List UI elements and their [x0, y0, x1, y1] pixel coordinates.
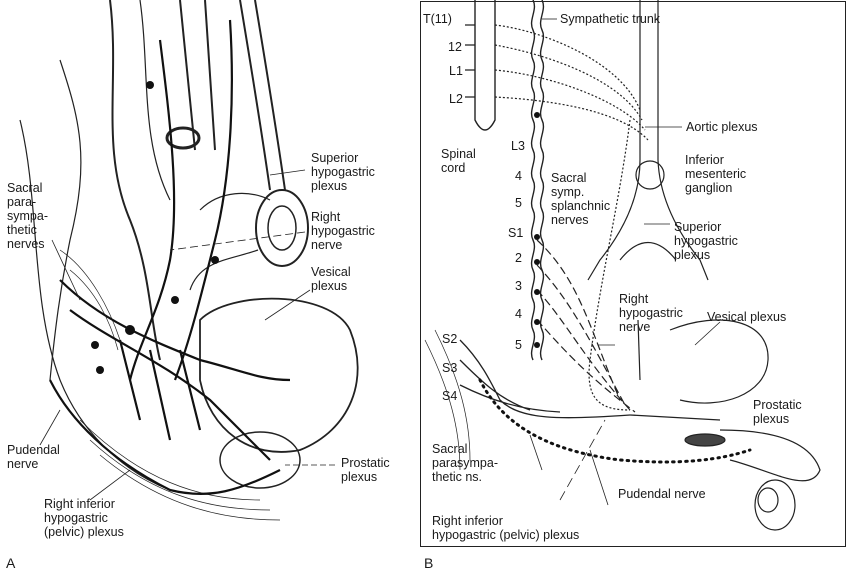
- vessel-outline: [239, 0, 286, 191]
- label-s3: 3: [515, 279, 522, 293]
- label-sympathetic-trunk: Sympathetic trunk: [560, 12, 661, 26]
- panel-a-leader-lines: [39, 169, 335, 501]
- sacral-roots: [459, 339, 631, 419]
- label-right-inferior-hypogastric-plexus: Right inferior hypogastric (pelvic) plex…: [432, 514, 580, 542]
- ureter: [637, 319, 641, 381]
- label-pudendal-nerve: Pudendal nerve: [7, 443, 60, 471]
- label-s1: S1: [508, 226, 524, 240]
- sympathetic-trunk-left: [530, 0, 536, 361]
- sacral-wall-lines: [424, 329, 471, 471]
- label-pudendal-nerve: Pudendal nerve: [618, 487, 706, 501]
- label-l5: 5: [515, 196, 522, 210]
- bladder-outline: [199, 297, 359, 453]
- spinal-cord-outline: [474, 0, 496, 131]
- sacrum-outline: [109, 0, 161, 361]
- lumbar-outline: [139, 0, 171, 201]
- sacral-splanchnic-dashed: [536, 239, 636, 413]
- label-t12: 12: [448, 40, 462, 54]
- label-l3: L3: [511, 139, 525, 153]
- testis-outline: [754, 479, 796, 531]
- inferior-mesenteric-ganglion-circle: [635, 160, 665, 190]
- label-s4: 4: [515, 307, 522, 321]
- ganglia: [91, 81, 219, 374]
- label-sacral-parasympathetic-nerves: Sacral para- sympa- thetic nerves: [7, 181, 48, 251]
- label-s3-root: S3: [442, 361, 458, 375]
- panel-b-schematic-diagram: T(11) 12 L1 L2 L3 4 5 S1 2 3 4 5 S2 S3 S…: [420, 0, 847, 575]
- lumbar-splanchnic-nerves: [494, 24, 649, 141]
- panel-b-frame: [420, 1, 846, 547]
- label-right-hypogastric-nerve: Right hypogastric nerve: [619, 292, 683, 334]
- sympathetic-trunk-right: [539, 0, 545, 361]
- label-superior-hypogastric-plexus: Superior hypogastric plexus: [674, 220, 738, 262]
- label-right-inferior-hypogastric-plexus: Right inferior hypogastric (pelvic) plex…: [44, 497, 124, 539]
- label-vesical-plexus: Vesical plexus: [311, 265, 351, 293]
- label-right-hypogastric-nerve: Right hypogastric nerve: [311, 210, 375, 252]
- chain-ganglia: [534, 112, 540, 348]
- penis-outline: [719, 429, 821, 482]
- label-superior-hypogastric-plexus: Superior hypogastric plexus: [311, 151, 375, 193]
- panel-b-leader-lines: [529, 18, 721, 506]
- aortic-bifurcation: [619, 242, 677, 261]
- label-prostatic-plexus: Prostatic plexus: [341, 456, 390, 484]
- rectum-cut-end: [255, 189, 309, 267]
- prostate-shape: [684, 433, 726, 447]
- pudendal-nerve-path: [478, 378, 752, 464]
- label-s5: 5: [515, 338, 522, 352]
- label-spinal-cord: Spinal cord: [441, 147, 476, 175]
- label-s2: 2: [515, 251, 522, 265]
- panel-b-schematic: [420, 0, 846, 547]
- panel-a-letter: A: [6, 555, 16, 571]
- label-prostatic-plexus: Prostatic plexus: [753, 398, 802, 426]
- iliac-outline: [49, 59, 82, 381]
- label-s2-root: S2: [442, 332, 458, 346]
- label-l2: L2: [449, 92, 463, 106]
- label-sacral-parasympathetic-ns: Sacral parasympa- thetic ns.: [432, 442, 498, 484]
- right-hypogastric-dotted-path: [588, 119, 631, 411]
- testis-inner: [757, 487, 779, 513]
- pelvic-floor-muscles: [79, 419, 281, 521]
- aorta-outline: [179, 0, 216, 151]
- label-t11: T(11): [423, 12, 452, 26]
- label-sacral-symp-splanchnic-nerves: Sacral symp. splanchnic nerves: [551, 171, 611, 227]
- nerve-network: [49, 19, 291, 496]
- panel-a-anatomical-drawing: Superior hypogastric plexus Sacral para-…: [0, 0, 410, 575]
- bladder-outline: [669, 319, 769, 404]
- panel-b-letter: B: [424, 555, 434, 571]
- panel-a-illustration: [19, 0, 359, 521]
- vessel-cross-section: [165, 126, 201, 150]
- label-l4: 4: [515, 169, 522, 183]
- label-l1: L1: [449, 64, 463, 78]
- label-s4-root: S4: [442, 389, 458, 403]
- label-inferior-mesenteric-ganglion: Inferior mesenteric ganglion: [685, 153, 747, 195]
- spinal-root-stubs: [465, 24, 475, 98]
- label-aortic-plexus: Aortic plexus: [686, 120, 758, 134]
- prostate-outline: [219, 431, 301, 489]
- label-vesical-plexus: Vesical plexus: [707, 310, 787, 324]
